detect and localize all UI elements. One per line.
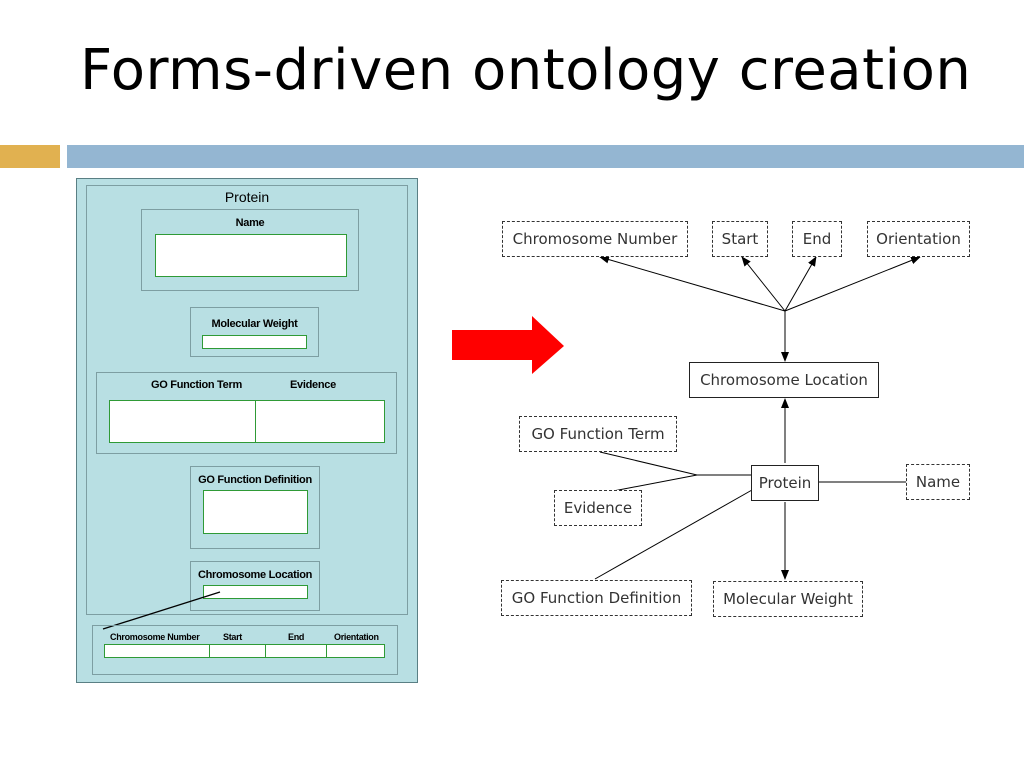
- go-function-definition-label: GO Function Definition: [198, 474, 312, 486]
- name-label: Name: [235, 217, 265, 229]
- node-chromosome-location: Chromosome Location: [689, 362, 879, 398]
- end-field[interactable]: [265, 644, 327, 658]
- chromosome-number-field[interactable]: [104, 644, 210, 658]
- blue-divider-bar: [67, 145, 1024, 168]
- evidence-field[interactable]: [255, 400, 385, 443]
- name-section: [141, 209, 359, 291]
- red-right-arrow-icon: [452, 316, 564, 374]
- location-detail-section: [92, 625, 398, 675]
- go-function-definition-field[interactable]: [203, 490, 308, 534]
- graph-edges: [594, 255, 921, 580]
- location-connector-line: [102, 591, 221, 630]
- evidence-label: Evidence: [290, 379, 336, 391]
- node-protein: Protein: [751, 465, 819, 501]
- node-end: End: [792, 221, 842, 257]
- name-field[interactable]: [155, 234, 347, 277]
- node-name: Name: [906, 464, 970, 500]
- end-column-label: End: [288, 632, 305, 642]
- node-go-function-term: GO Function Term: [519, 416, 677, 452]
- start-column-label: Start: [223, 632, 243, 642]
- gold-accent-bar: [0, 145, 60, 168]
- node-orientation: Orientation: [867, 221, 970, 257]
- start-field[interactable]: [209, 644, 266, 658]
- go-function-definition-section: [190, 466, 320, 549]
- orientation-field[interactable]: [326, 644, 385, 658]
- chromosome-location-field[interactable]: [203, 585, 308, 599]
- go-function-section: [96, 372, 397, 454]
- molecular-weight-section: [190, 307, 319, 357]
- protein-section: [86, 185, 408, 615]
- chromosome-location-label: Chromosome Location: [197, 569, 313, 581]
- node-evidence: Evidence: [554, 490, 642, 526]
- node-go-function-definition: GO Function Definition: [501, 580, 692, 616]
- chromosome-location-section: [190, 561, 320, 611]
- chromosome-number-column-label: Chromosome Number: [110, 632, 200, 642]
- protein-form: Protein Name Molecular Weight GO Functio…: [76, 178, 418, 683]
- molecular-weight-field[interactable]: [202, 335, 307, 349]
- molecular-weight-label: Molecular Weight: [211, 318, 298, 330]
- protein-form-title: Protein: [224, 189, 270, 205]
- node-chromosome-number: Chromosome Number: [502, 221, 688, 257]
- node-start: Start: [712, 221, 768, 257]
- orientation-column-label: Orientation: [334, 632, 379, 642]
- go-function-term-label: GO Function Term: [151, 379, 242, 391]
- slide-title: Forms-driven ontology creation: [80, 38, 972, 103]
- node-molecular-weight: Molecular Weight: [713, 581, 863, 617]
